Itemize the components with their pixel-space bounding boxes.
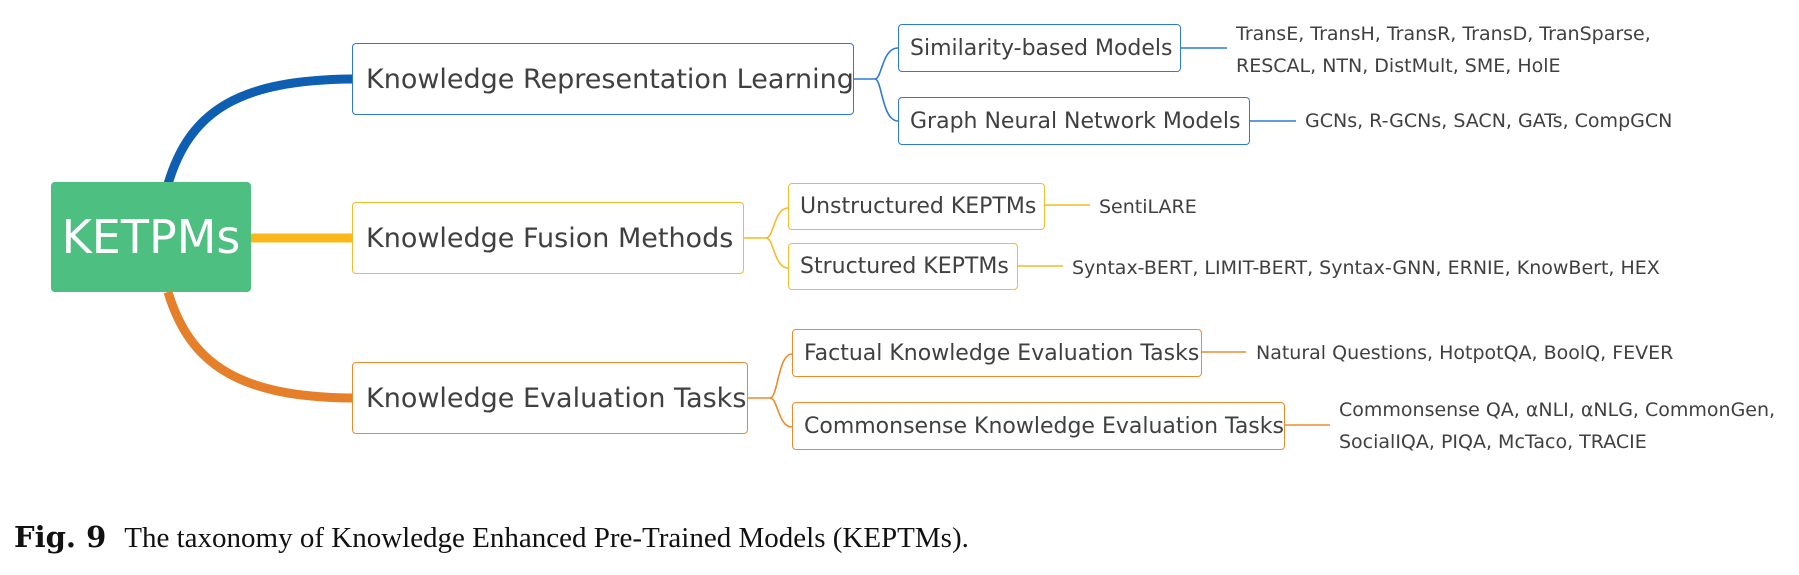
node-label: Structured KEPTMs (800, 254, 1009, 279)
node-commonsense-knowledge-evaluation-tasks: Commonsense Knowledge Evaluation Tasks (792, 402, 1285, 450)
leaf-gnn-models: GCNs, R-GCNs, SACN, GATs, CompGCN (1305, 105, 1672, 137)
leaf-line: Syntax-BERT, LIMIT-BERT, Syntax-GNN, ERN… (1072, 257, 1660, 279)
caption-text: The taxonomy of Knowledge Enhanced Pre-T… (124, 522, 969, 554)
leaf-line: GCNs, R-GCNs, SACN, GATs, CompGCN (1305, 110, 1673, 132)
branch-connector-representation (163, 74, 353, 186)
node-factual-knowledge-evaluation-tasks: Factual Knowledge Evaluation Tasks (792, 329, 1202, 377)
node-label: Knowledge Representation Learning (366, 63, 854, 95)
leaf-line: SentiLARE (1099, 196, 1197, 218)
evaluation-sub-connectors (748, 351, 1330, 428)
node-knowledge-fusion-methods: Knowledge Fusion Methods (352, 202, 744, 274)
leaf-commonsense-tasks: Commonsense QA, αNLI, αNLG, CommonGen, S… (1339, 394, 1775, 458)
leaf-factual-tasks: Natural Questions, HotpotQA, BoolQ, FEVE… (1256, 337, 1673, 369)
root-node: KETPMs (51, 182, 251, 292)
leaf-line: RESCAL, NTN, DistMult, SME, HolE (1236, 55, 1561, 77)
node-label: Commonsense Knowledge Evaluation Tasks (804, 413, 1284, 439)
node-knowledge-representation-learning: Knowledge Representation Learning (352, 43, 854, 115)
branch-connector-evaluation (163, 290, 353, 403)
node-label: Factual Knowledge Evaluation Tasks (804, 340, 1200, 366)
node-graph-neural-network-models: Graph Neural Network Models (898, 97, 1250, 145)
node-label: Similarity-based Models (910, 35, 1173, 61)
node-label: Knowledge Fusion Methods (366, 222, 734, 254)
node-knowledge-evaluation-tasks: Knowledge Evaluation Tasks (352, 362, 748, 434)
leaf-line: SocialIQA, PIQA, McTaco, TRACIE (1339, 431, 1647, 453)
representation-sub-connectors (854, 47, 1296, 122)
node-label: Knowledge Evaluation Tasks (366, 382, 747, 414)
node-unstructured-keptms: Unstructured KEPTMs (788, 183, 1045, 230)
leaf-similarity-models: TransE, TransH, TransR, TransD, TranSpar… (1236, 18, 1651, 82)
leaf-structured-keptms: Syntax-BERT, LIMIT-BERT, Syntax-GNN, ERN… (1072, 252, 1660, 284)
node-similarity-based-models: Similarity-based Models (898, 24, 1181, 72)
root-label: KETPMs (61, 210, 241, 264)
figure-caption: Fig. 9 The taxonomy of Knowledge Enhanced… (14, 520, 969, 555)
caption-label: Fig. 9 (14, 520, 107, 554)
fusion-sub-connectors (744, 204, 1090, 269)
leaf-line: Commonsense QA, αNLI, αNLG, CommonGen, (1339, 399, 1776, 421)
node-structured-keptms: Structured KEPTMs (788, 243, 1018, 290)
leaf-line: Natural Questions, HotpotQA, BoolQ, FEVE… (1256, 342, 1674, 364)
leaf-line: TransE, TransH, TransR, TransD, TranSpar… (1236, 23, 1651, 45)
node-label: Unstructured KEPTMs (800, 194, 1037, 219)
node-label: Graph Neural Network Models (910, 108, 1241, 134)
leaf-unstructured-keptms: SentiLARE (1099, 191, 1197, 223)
